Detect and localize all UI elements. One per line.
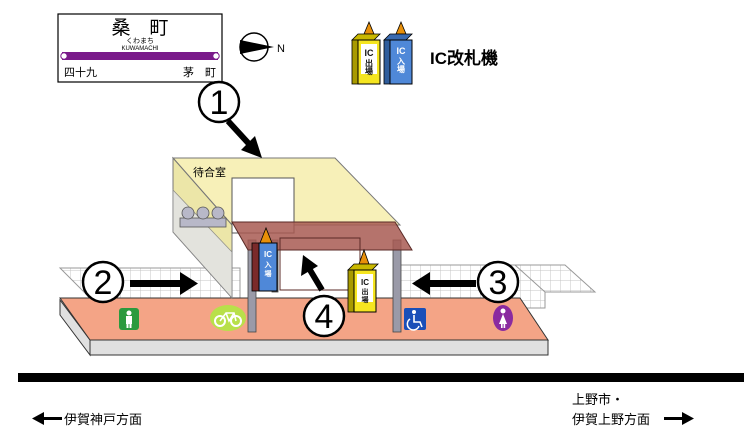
svg-text:入: 入 [264, 261, 272, 269]
direction-left: 伊賀神戸方面 [32, 412, 142, 427]
wheelchair-accessible-icon [404, 308, 426, 331]
marker-2: 2 [81, 260, 125, 304]
svg-text:入: 入 [396, 57, 405, 66]
svg-text:IC: IC [361, 278, 369, 287]
svg-text:場: 場 [265, 269, 272, 278]
station-romaji: KUWAMACHI [121, 46, 158, 52]
svg-text:IC: IC [365, 48, 375, 58]
station-sign: 桑 町 くわまち KUWAMACHI 四十九 茅 町 [57, 13, 223, 83]
ic-exit-gate-icon: IC 出 場 [351, 20, 381, 85]
prev-station: 四十九 [64, 65, 97, 79]
arrow-2-icon [130, 272, 198, 295]
svg-text:1: 1 [210, 84, 229, 122]
station-name: 桑 町 [111, 17, 168, 39]
svg-text:4: 4 [315, 298, 334, 336]
compass-label: N [277, 43, 285, 55]
ic-entry-gate-icon: IC 入 場 [383, 20, 413, 85]
ic-gate-legend: IC 出 場 IC 入 場 IC改札機 [351, 20, 498, 85]
compass-icon: N [239, 32, 285, 62]
direction-right: 上野市・ 伊賀上野方面 [572, 392, 694, 427]
womens-toilet-icon [493, 305, 513, 331]
station-kana: くわまち [126, 37, 154, 45]
arrow-1-icon [225, 118, 262, 158]
marker-1: 1 [197, 80, 241, 124]
line-color-bar [62, 52, 218, 60]
arrow-4-icon [301, 255, 325, 292]
waiting-room-label: 待合室 [193, 165, 226, 179]
direction-right-label-2: 伊賀上野方面 [572, 412, 650, 427]
ic-entry-gate: IC 入 場 [251, 226, 278, 292]
svg-text:場: 場 [397, 64, 405, 74]
track-line [18, 373, 744, 382]
bicycle-parking-icon [210, 305, 246, 331]
marker-3: 3 [476, 260, 520, 304]
next-station: 茅 町 [183, 66, 216, 79]
svg-text:場: 場 [362, 295, 369, 304]
ic-gate-legend-label: IC改札機 [430, 48, 498, 68]
svg-text:3: 3 [489, 264, 508, 302]
direction-right-label-1: 上野市・ [572, 392, 624, 407]
ic-exit-gate: IC 出 場 [347, 248, 379, 313]
svg-text:IC: IC [397, 46, 407, 56]
arrow-3-icon [412, 272, 476, 295]
marker-4: 4 [302, 294, 346, 338]
svg-text:出: 出 [365, 58, 373, 68]
svg-text:2: 2 [94, 264, 113, 302]
bench-seats-icon [179, 206, 227, 228]
entry-gate-label: IC [264, 250, 272, 259]
direction-left-label: 伊賀神戸方面 [64, 412, 142, 427]
svg-text:場: 場 [365, 66, 373, 76]
mens-toilet-icon [119, 308, 139, 330]
svg-text:出: 出 [362, 287, 369, 296]
